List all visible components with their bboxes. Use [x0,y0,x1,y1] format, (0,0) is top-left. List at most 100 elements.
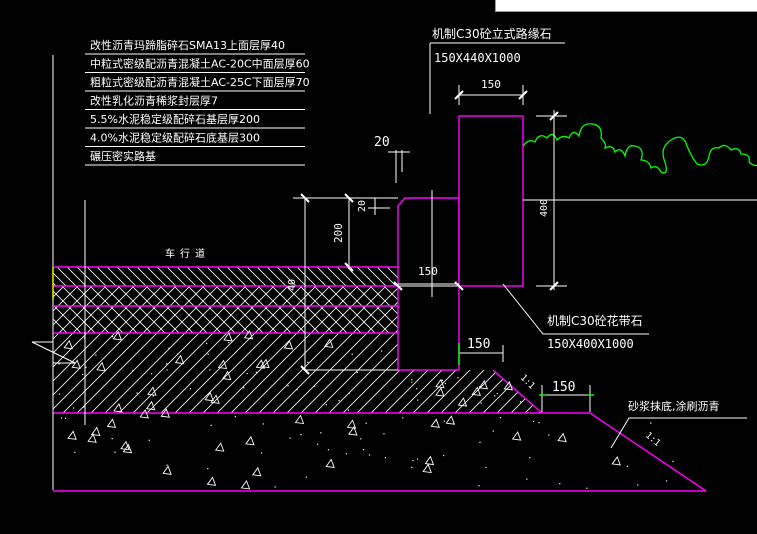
aggregate-triangle [139,408,149,419]
aggregate-triangle [221,370,232,381]
aggregate-dot [496,392,498,395]
aggregate-triangle [67,430,77,440]
slope-label-foundation: 1:1 [643,431,662,449]
layer-legend: 改性沥青玛蹄脂碎石SMA13上面层厚40 中粒式密级配沥青混凝土AC-20C中面层… [52,38,310,490]
aggregate-dot [166,363,168,365]
pavement-layers [31,200,707,492]
slope-label-backing: 1:1 [518,373,537,392]
aggregate-dot [176,353,179,355]
aggregate-dot [368,454,371,456]
aggregate-dot [83,406,85,408]
aggregate-dot [479,441,481,443]
curb-base-width-dim: 150 [418,265,438,278]
aggregate-dot [559,482,561,485]
aggregate-dot [205,342,208,344]
aggregate-dot [351,353,353,355]
aggregate-dot [209,369,211,371]
aggregate-dot [327,449,330,451]
aggregate-triangle [113,402,123,413]
roadway-label: 车行道 [165,247,210,260]
aggregate-dot [494,395,496,397]
aggregate-dot [260,452,263,454]
aggregate-triangle [294,414,305,425]
aggregate-triangle [435,387,445,397]
aggregate-dot [416,388,418,390]
aggregate-dot [411,379,413,381]
foundation-slope-line [589,412,707,492]
aggregate-dot [411,381,413,383]
aggregate-dot [325,404,327,406]
aggregate-dot [207,353,209,355]
aggregate-dot [637,484,639,486]
layer-curb-backing [398,370,542,413]
legend-layer-label: 中粒式密级配沥青混凝土AC-20C中面层厚60 [90,57,310,71]
aggregate-dot [365,422,367,424]
aggregate-triangle [71,359,81,369]
dimension-ticks [300,90,559,375]
aggregate-dot [83,337,86,339]
aggregate-dot [478,485,480,487]
aggregate-triangle [120,440,130,451]
aggregate-dot [314,385,316,387]
green-dimension-markers [458,343,594,396]
aggregate-dot [166,464,168,466]
aggregate-dot [189,388,192,390]
aggregate-dot [64,417,67,419]
aggregate-dot [234,416,237,418]
legend-layer-label: 5.5%水泥稳定级配碎石基层厚200 [90,112,260,126]
aggregate-dot [228,341,230,344]
aggregate-dot [347,409,350,411]
dimension-lines [293,42,757,449]
layer-ac-middle-lower [53,286,398,333]
aggregate-dot [168,347,170,349]
aggregate-triangle [87,433,97,443]
aggregate-dot [136,392,138,394]
aggregate-dot [480,402,482,404]
aggregate-triangle [325,458,335,468]
flower-bed-stone [458,115,524,287]
aggregate-dot [82,373,84,376]
aggregate-triangle [204,391,214,402]
aggregate-dot [95,354,97,356]
aggregate-dot [148,439,150,441]
aggregate-triangle [252,466,262,477]
aggregate-dot [416,458,419,460]
aggregate-triangle [223,332,233,342]
curb-stone-size: 150X440X1000 [434,51,521,65]
aggregate-triangle [160,408,170,418]
aggregate-triangle [346,419,357,429]
aggregate-dot [246,373,248,375]
aggregate-dot [485,466,487,469]
aggregate-dot [529,457,531,459]
aggregate-triangle [430,418,440,428]
aggregate-dot [412,459,414,462]
viewport-title-bar [495,0,757,12]
aggregate-triangle [106,418,117,428]
aggregate-dot [538,422,540,424]
aggregate-dot [411,466,413,469]
aggregate-triangle [122,443,133,454]
break-line-symbol [31,333,76,490]
aggregate-dot [360,438,362,440]
aggregate-dot [111,437,113,440]
aggregate-dot [492,430,494,432]
legend-layer-label: 改性乳化沥青稀浆封层厚7 [90,94,218,108]
legend-layer-label: 改性沥青玛蹄脂碎石SMA13上面层厚40 [90,38,285,52]
aggregate-triangle [260,358,270,369]
aggregate-triangle [457,397,468,407]
drawing-labels: 机制C30砼立式路缘石 150X440X1000 150 400 20 20 2… [165,26,720,449]
aggregate-dot [345,453,348,455]
aggregate-dot [348,392,350,395]
aggregate-dot [73,407,75,409]
aggregate-triangle [206,476,217,486]
aggregate-dot [111,336,114,338]
vegetation-line [522,123,757,174]
aggregate-dot [151,373,153,375]
aggregate-dot [441,379,443,381]
aggregate-dot [307,361,309,363]
aggregate-triangle [162,465,172,475]
aggregate-triangle [503,380,514,391]
aggregate-triangle [323,338,334,348]
aggregate-triangle [424,455,435,466]
